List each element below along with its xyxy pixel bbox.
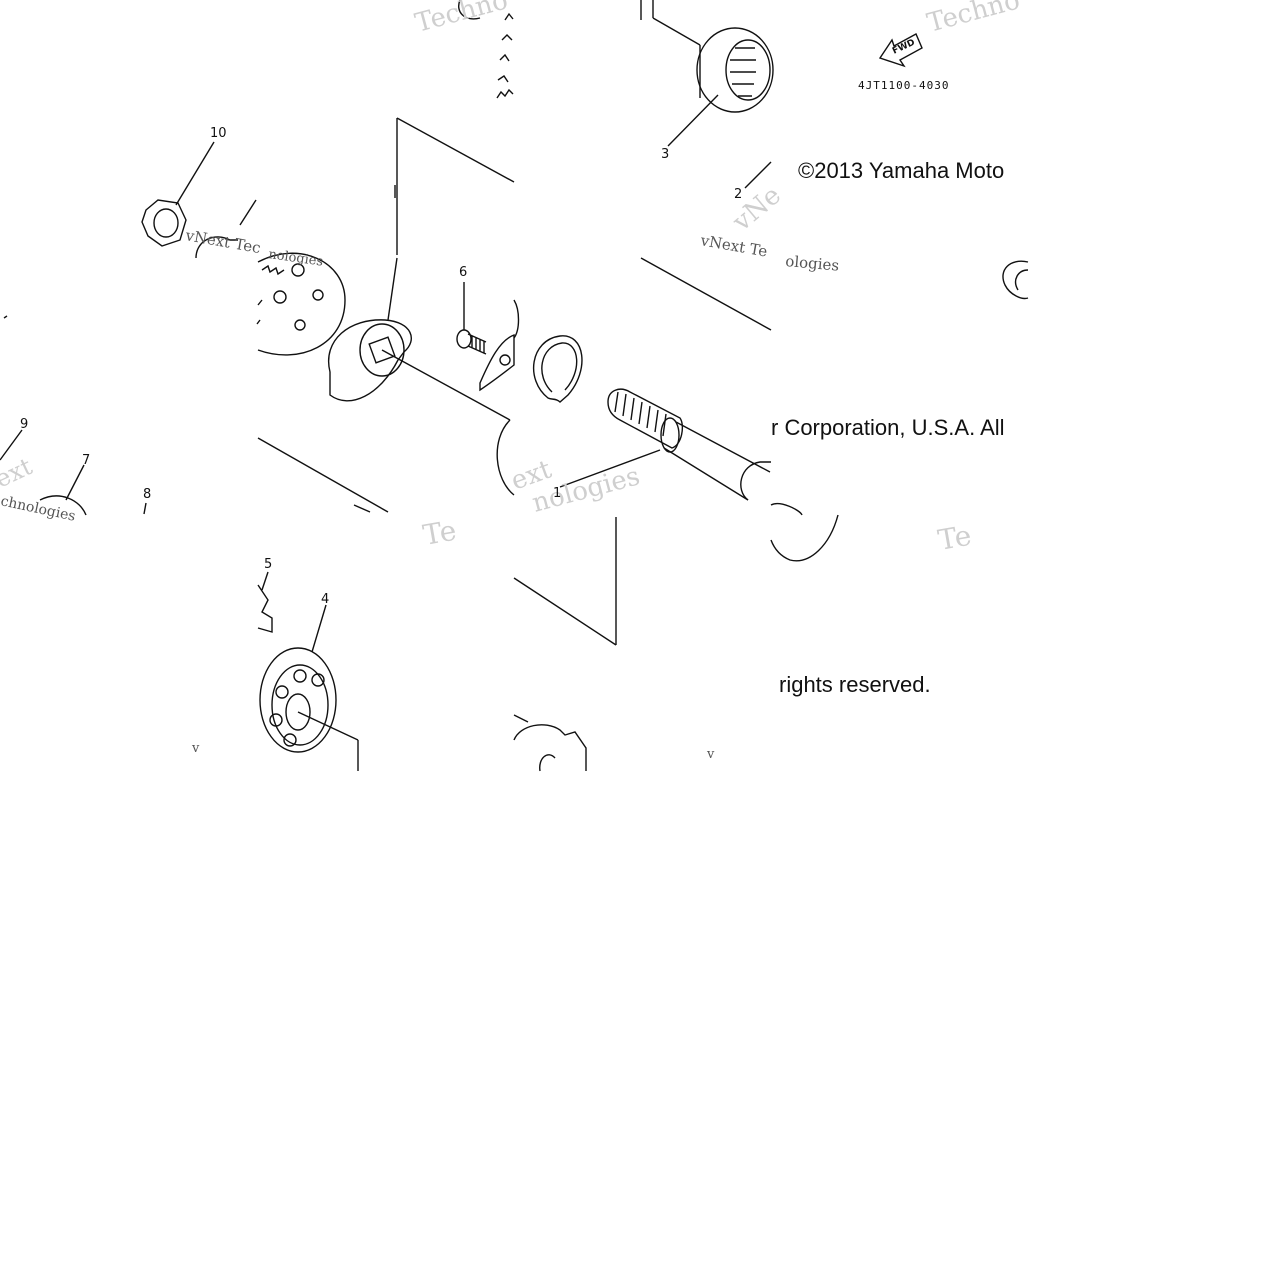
callout-4: 4 (321, 592, 329, 607)
callout-6: 6 (459, 265, 467, 280)
gear-wheel (257, 252, 346, 356)
shaft-spline (607, 388, 684, 449)
watermark-6: ologies (785, 252, 840, 275)
gear-hole-4 (312, 289, 324, 301)
right-clip-inner (1014, 269, 1029, 291)
housing-right-lower (513, 577, 617, 646)
bearing-3-inner (725, 39, 771, 101)
bearing-3-outer (696, 27, 774, 113)
housing-lower-edge (257, 437, 389, 513)
leader-1 (559, 449, 661, 488)
bearing-4-ball-5 (283, 733, 297, 747)
bearing-4-outer (259, 647, 337, 753)
watermark-13: v (191, 741, 200, 756)
bearing-4-inner (285, 693, 311, 731)
bearing-4-ball-1 (269, 713, 283, 727)
gear-hole-3 (294, 319, 306, 331)
cover-arc (770, 514, 839, 562)
gear-hole-2 (291, 263, 305, 277)
watermark-4: nologies (267, 247, 324, 270)
bearing-4-ball-3 (293, 669, 307, 683)
circlip (532, 335, 583, 403)
housing-top-right-line2 (652, 17, 701, 46)
shaft-spline-lines (614, 391, 667, 437)
cam-hub (359, 323, 405, 377)
watermark-1: Techno (412, 0, 511, 39)
copyright-line-1: ©2013 Yamaha Moto (798, 158, 1005, 183)
callout-3: 3 (661, 147, 669, 162)
bottom-bracket-edge (513, 714, 529, 723)
dash-3 (3, 315, 8, 319)
top-gear-body (458, 0, 481, 20)
watermark-12: ext (0, 452, 37, 493)
bearing-3-needles (730, 47, 756, 97)
watermark-11: chnologies (0, 493, 77, 524)
leader-8 (143, 502, 147, 515)
stopper-edge (513, 299, 520, 339)
leader-3 (667, 94, 719, 147)
callout-1: 1 (553, 486, 561, 501)
bottom-bracket (513, 724, 587, 771)
top-gear-teeth (496, 12, 514, 99)
bearing-4-ball-4 (311, 673, 325, 687)
stopper-hole (499, 354, 511, 366)
leader-9 (0, 429, 23, 461)
washer-10b (195, 236, 238, 259)
watermark-3: vNext Tec (183, 226, 262, 257)
callout-8: 8 (143, 487, 151, 502)
gear-teeth (256, 264, 285, 325)
bearing-4-mid (271, 664, 329, 746)
callout-9: 9 (20, 417, 28, 432)
leader-10b (239, 199, 257, 226)
leader-10 (175, 141, 215, 206)
shaft-end (740, 461, 771, 501)
housing-right-top (640, 257, 772, 331)
cam-spline (368, 336, 396, 364)
watermark-7: Te (420, 514, 458, 552)
watermark-5: vNext Te (698, 231, 769, 261)
dash-2 (353, 504, 371, 513)
screw-thread (467, 333, 487, 355)
housing-arc (496, 419, 515, 496)
callout-2: 2 (734, 187, 742, 202)
fwd-arrow (878, 33, 923, 68)
gear-hole-1 (273, 290, 287, 304)
callout-7: 7 (82, 453, 90, 468)
housing-outline-top (396, 117, 515, 183)
bottom-bracket-hole (539, 754, 556, 772)
copyright-line-2: r Corporation, U.S.A. All (771, 415, 1005, 440)
bracket-5 (257, 584, 273, 633)
shaft-collar (660, 417, 680, 453)
watermark-8: Te (935, 519, 973, 557)
callout-10: 10 (210, 126, 227, 141)
cam-leader (387, 257, 398, 321)
callout-5: 5 (264, 557, 272, 572)
nut-10-hole (153, 208, 179, 238)
part-7 (39, 495, 87, 516)
circlip-inner (541, 342, 578, 393)
right-clip (1002, 260, 1029, 300)
leader-7 (65, 464, 85, 501)
part-number: 4JT1100-4030 (858, 79, 949, 92)
leader-5 (261, 571, 269, 591)
cam-plate (327, 319, 412, 402)
stopper-lever (479, 334, 515, 392)
shaft-body (663, 421, 771, 501)
watermark-2: Techno (924, 0, 1023, 39)
copyright-line-3: rights reserved. (779, 672, 931, 697)
bearing-4-axis (297, 711, 359, 741)
nut-10 (141, 199, 187, 247)
leader-2 (744, 161, 772, 189)
cover-arc-2 (770, 503, 803, 516)
watermark-14: v (706, 747, 715, 762)
bearing-4-ball-2 (275, 685, 289, 699)
leader-4 (311, 604, 327, 653)
axis-line-1 (381, 349, 511, 421)
screw-head (456, 329, 472, 349)
